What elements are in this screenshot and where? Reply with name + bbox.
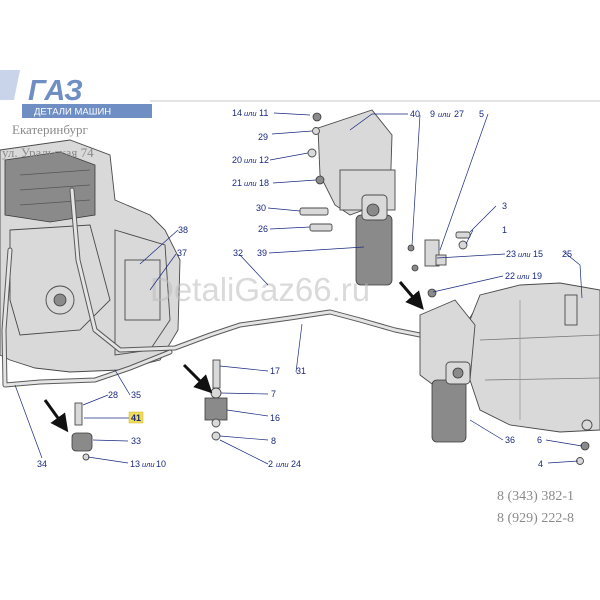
highlight-box	[128, 411, 144, 424]
callout-39: 39	[257, 248, 267, 258]
callout-13-10: 13 или 10	[130, 459, 166, 469]
phone-1: 8 (343) 382-1	[497, 489, 574, 504]
callout-14-11: 14 или 11	[232, 108, 268, 118]
callout-26: 26	[258, 224, 268, 234]
logo-band	[22, 104, 152, 118]
callout-4: 4	[538, 459, 543, 469]
callout-41-highlighted: 41	[128, 411, 144, 424]
callout-23-15: 23 или 15	[506, 249, 543, 259]
filter-assembly-middle	[419, 299, 476, 443]
leader-lines	[14, 112, 583, 465]
callout-separator: или	[276, 460, 289, 469]
callout-separator: или	[244, 109, 257, 118]
callout-28: 28	[108, 390, 118, 400]
callout-34: 34	[37, 459, 47, 469]
callout-number: 23	[506, 249, 516, 259]
callout-alt-number: 11	[259, 108, 268, 118]
engine-block	[0, 139, 181, 373]
phone-2: 8 (929) 222-8	[497, 511, 574, 526]
callout-number: 13	[130, 459, 140, 469]
callouts: 14 или 11 29 20 или 12 21 или 18 30 26 4…	[37, 108, 572, 469]
callout-number: 2	[268, 459, 273, 469]
callout-36: 36	[505, 435, 515, 445]
callout-alt-number: 18	[259, 178, 269, 188]
callout-40: 40	[410, 109, 420, 119]
callout-41: 41	[131, 413, 141, 423]
callout-17: 17	[270, 366, 280, 376]
site-watermark: DetaliGaz66.ru	[150, 271, 370, 308]
callout-29: 29	[258, 132, 268, 142]
callout-30: 30	[256, 203, 266, 213]
address-street: ул. Уральская 74	[2, 145, 94, 160]
callout-25: 25	[562, 249, 572, 259]
callout-separator: или	[518, 250, 531, 259]
callout-6: 6	[537, 435, 542, 445]
fuel-tank	[469, 282, 600, 433]
hardware-parts	[71, 112, 593, 465]
callout-8: 8	[271, 436, 276, 446]
callout-37: 37	[177, 248, 187, 258]
callout-alt-number: 27	[454, 109, 464, 119]
filter-assembly-top	[317, 109, 440, 286]
callout-5: 5	[479, 109, 484, 119]
callout-2-24: 2 или 24	[268, 459, 301, 469]
callout-22-19: 22 или 19	[505, 271, 542, 281]
callout-number: 20	[232, 155, 242, 165]
callout-16: 16	[270, 413, 280, 423]
callout-number: 21	[232, 178, 242, 188]
callout-separator: или	[244, 179, 257, 188]
callout-35: 35	[131, 390, 141, 400]
callout-number: 9	[430, 109, 435, 119]
callout-alt-number: 24	[291, 459, 301, 469]
callout-number: 22	[505, 271, 515, 281]
callout-alt-number: 15	[533, 249, 543, 259]
callout-3: 3	[502, 201, 507, 211]
callout-separator: или	[438, 110, 451, 119]
callout-separator: или	[244, 156, 257, 165]
logo-tagline: ДЕТАЛИ МАШИН	[34, 107, 111, 118]
callout-31: 31	[296, 366, 306, 376]
callout-7: 7	[271, 389, 276, 399]
callout-separator: или	[517, 272, 530, 281]
callout-alt-number: 19	[532, 271, 542, 281]
callout-separator: или	[142, 460, 155, 469]
callout-33: 33	[131, 436, 141, 446]
callout-32: 32	[233, 248, 243, 258]
logo-deer-mark	[0, 70, 20, 100]
callout-alt-number: 12	[259, 155, 269, 165]
callout-1: 1	[502, 225, 507, 235]
direction-arrows	[43, 281, 424, 433]
callout-20-12: 20 или 12	[232, 155, 269, 165]
callout-38: 38	[178, 225, 188, 235]
address-city: Екатеринбург	[12, 122, 88, 137]
callout-alt-number: 10	[156, 459, 166, 469]
callout-9-27: 9 или 27	[430, 109, 464, 119]
callout-number: 14	[232, 108, 242, 118]
callout-21-18: 21 или 18	[232, 178, 269, 188]
logo-brand: ГАЗ	[28, 75, 83, 107]
gaz-logo: ГАЗ ДЕТАЛИ МАШИН	[0, 70, 152, 118]
